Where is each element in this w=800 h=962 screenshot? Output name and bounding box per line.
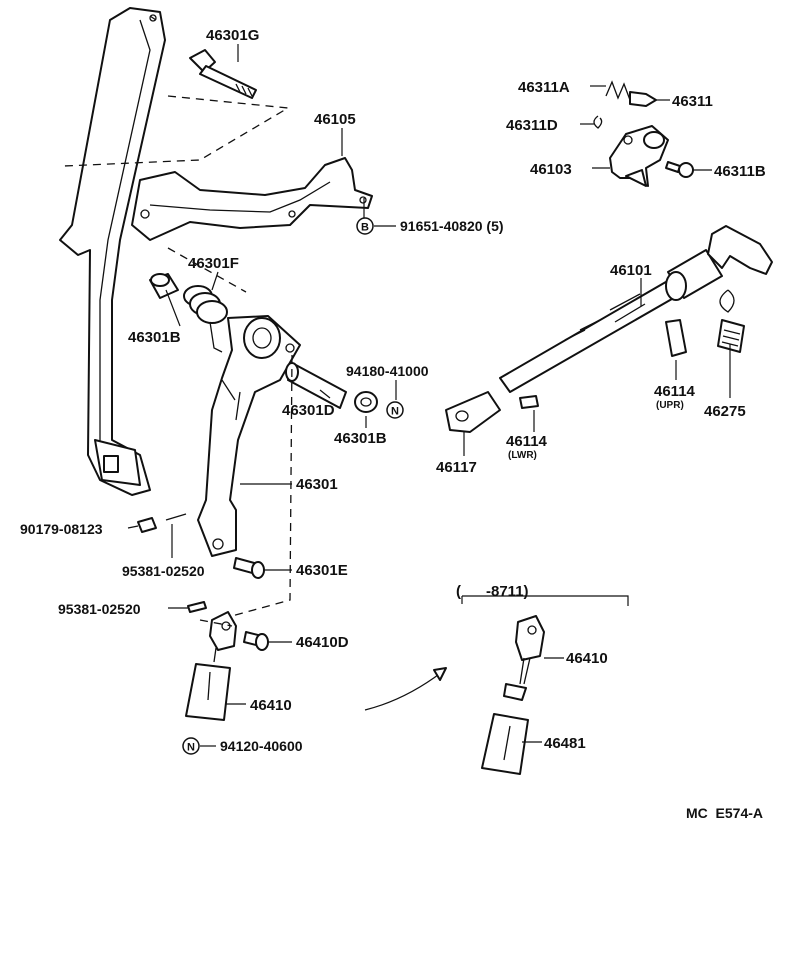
assembly-lines <box>63 95 293 627</box>
label-46311: 46311 <box>672 93 713 110</box>
push-rod-clevis-46410-left <box>185 611 237 721</box>
label-46117: 46117 <box>436 459 477 476</box>
clip-46311D <box>593 115 603 129</box>
bracket-46105 <box>131 157 373 241</box>
support-bracket <box>59 7 166 496</box>
label-94180-41000: 94180-41000 <box>346 363 429 379</box>
pin-95381-b <box>187 601 207 613</box>
pin-46311B <box>665 161 694 178</box>
arrow-curve <box>364 671 443 711</box>
label-46301B-upper: 46301B <box>128 329 181 346</box>
pin-46301E <box>233 557 265 579</box>
svg-text:N: N <box>391 406 399 418</box>
label-46301F: 46301F <box>188 255 239 272</box>
svg-text:N: N <box>187 742 195 754</box>
label-46311B: 46311B <box>714 163 766 180</box>
label-91651-40820: 91651-40820 (5) <box>400 218 504 234</box>
nut-mark-symbol: N <box>182 737 200 755</box>
label-46114-lwr: 46114 <box>506 433 548 450</box>
label-46301G: 46301G <box>206 27 259 44</box>
nut-mark-symbol: N <box>386 401 404 419</box>
bolt-46301G <box>189 49 257 99</box>
label-46275: 46275 <box>704 403 746 420</box>
pin-46311 <box>629 91 657 107</box>
bolt-mark-symbol: B <box>356 217 374 235</box>
label-46311A: 46311A <box>518 79 570 96</box>
stopper-46114-upr <box>665 319 687 357</box>
label-46114-upr: 46114 <box>654 383 696 400</box>
svg-text:B: B <box>361 222 369 234</box>
pin-46410D <box>243 631 269 651</box>
label-46410-right: 46410 <box>566 650 608 667</box>
label-46101: 46101 <box>610 262 652 279</box>
leader-lines <box>127 44 731 747</box>
label-production-range: ( -8711) <box>456 583 529 600</box>
diagram-code: MC E574-A <box>686 805 763 821</box>
label-95381-02520-a: 95381-02520 <box>122 563 205 579</box>
label-46410D: 46410D <box>296 634 349 651</box>
label-46103: 46103 <box>530 161 572 178</box>
label-90179-08123: 90179-08123 <box>20 521 103 537</box>
label-94120-40600: 94120-40600 <box>220 738 303 754</box>
spring-46301F <box>183 285 228 353</box>
label-46301D: 46301D <box>282 402 335 419</box>
label-46481: 46481 <box>544 735 586 752</box>
tag-46275 <box>717 289 745 353</box>
clutch-pedal-arm-46301 <box>197 315 301 557</box>
label-46114-upr-sub: (UPR) <box>656 400 684 411</box>
bushing-46301B-upper <box>149 273 179 299</box>
label-46301E: 46301E <box>296 562 348 579</box>
pin-95381-a <box>165 513 187 521</box>
clevis-46481 <box>481 713 529 775</box>
label-46114-lwr-sub: (LWR) <box>508 450 537 461</box>
label-46105: 46105 <box>314 111 356 128</box>
label-46301: 46301 <box>296 476 338 493</box>
arrow-head <box>433 667 447 681</box>
spring-46311A <box>605 80 631 101</box>
label-46301B-lower: 46301B <box>334 430 387 447</box>
label-46410-left: 46410 <box>250 697 292 714</box>
lever-46103 <box>609 125 669 187</box>
push-rod-clevis-46410-right <box>503 615 545 701</box>
parking-brake-lever-46101 <box>499 225 773 393</box>
bushing-46301B-lower <box>354 391 378 413</box>
label-95381-02520-b: 95381-02520 <box>58 601 141 617</box>
stopper-46114-lwr <box>519 395 539 409</box>
pedal-pad-46117 <box>445 391 501 433</box>
nut-90179 <box>137 517 157 533</box>
label-46311D: 46311D <box>506 117 558 134</box>
